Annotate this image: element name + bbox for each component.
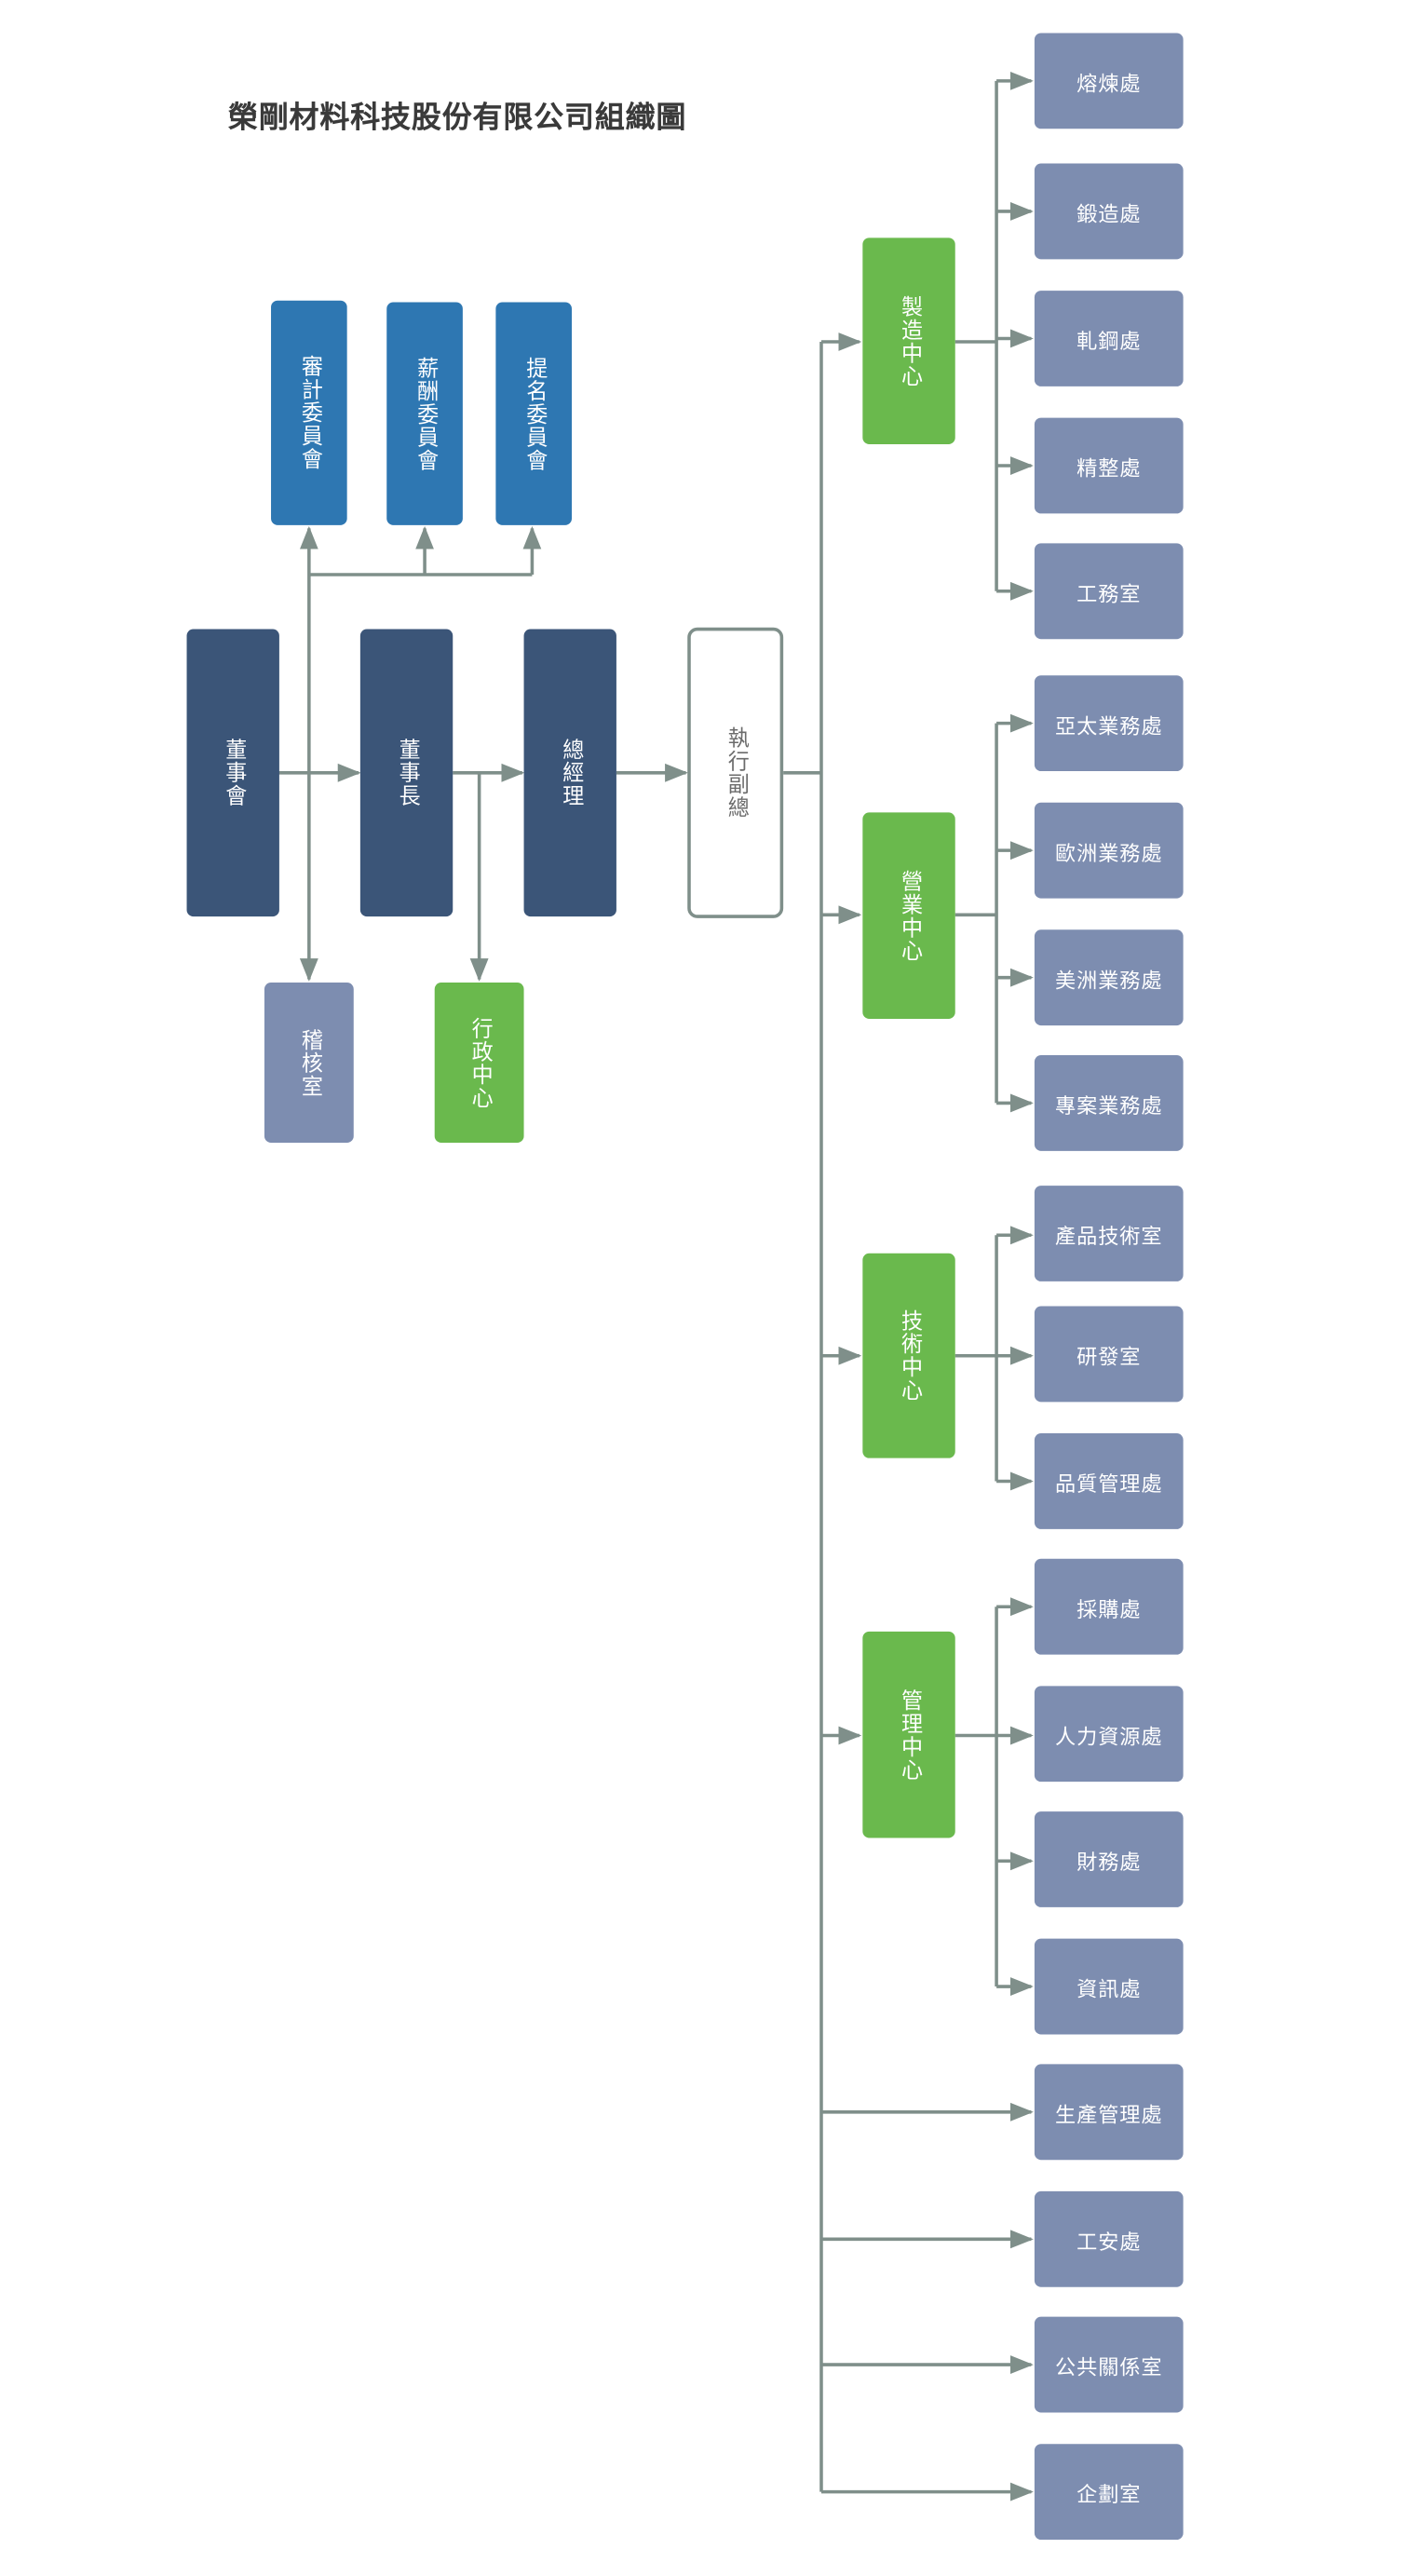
unit-box[interactable]: 生產管理處 <box>1034 2064 1184 2161</box>
admin-center[interactable]: 行政中心 <box>434 982 524 1143</box>
unit-box[interactable]: 鍛造處 <box>1034 163 1184 260</box>
unit-box[interactable]: 人力資源處 <box>1034 1686 1184 1783</box>
unit-box[interactable]: 熔煉處 <box>1034 33 1184 129</box>
unit-box[interactable]: 資訊處 <box>1034 1938 1184 2035</box>
center-manufacturing[interactable]: 製造中心 <box>862 237 955 444</box>
board-of-directors[interactable]: 董事會 <box>186 629 279 917</box>
unit-box[interactable]: 採購處 <box>1034 1558 1184 1655</box>
unit-box[interactable]: 研發室 <box>1034 1306 1184 1403</box>
unit-box[interactable]: 企劃室 <box>1034 2444 1184 2541</box>
center-sales[interactable]: 營業中心 <box>862 812 955 1020</box>
unit-box[interactable]: 工務室 <box>1034 543 1184 640</box>
executive-vice-president[interactable]: 執行副總 <box>687 627 784 918</box>
committee-nomination[interactable]: 提名委員會 <box>495 302 573 525</box>
center-management[interactable]: 管理中心 <box>862 1631 955 1838</box>
unit-box[interactable]: 財務處 <box>1034 1811 1184 1907</box>
unit-box[interactable]: 專案業務處 <box>1034 1055 1184 1151</box>
unit-box[interactable]: 軋鋼處 <box>1034 291 1184 386</box>
unit-box[interactable]: 公共關係室 <box>1034 2316 1184 2413</box>
unit-box[interactable]: 產品技術室 <box>1034 1186 1184 1281</box>
unit-box[interactable]: 亞太業務處 <box>1034 675 1184 772</box>
unit-box[interactable]: 品質管理處 <box>1034 1433 1184 1529</box>
president[interactable]: 總經理 <box>523 629 616 917</box>
audit-office[interactable]: 稽核室 <box>264 982 354 1143</box>
center-technology[interactable]: 技術中心 <box>862 1253 955 1458</box>
chairman[interactable]: 董事長 <box>359 629 454 917</box>
committee-audit[interactable]: 審計委員會 <box>271 300 347 525</box>
unit-box[interactable]: 歐洲業務處 <box>1034 802 1184 899</box>
committee-compensation[interactable]: 薪酬委員會 <box>386 302 463 525</box>
unit-box[interactable]: 美洲業務處 <box>1034 929 1184 1026</box>
unit-box[interactable]: 工安處 <box>1034 2190 1184 2287</box>
chart-title: 榮剛材料科技股份有限公司組織圖 <box>227 101 687 136</box>
unit-box[interactable]: 精整處 <box>1034 417 1184 514</box>
